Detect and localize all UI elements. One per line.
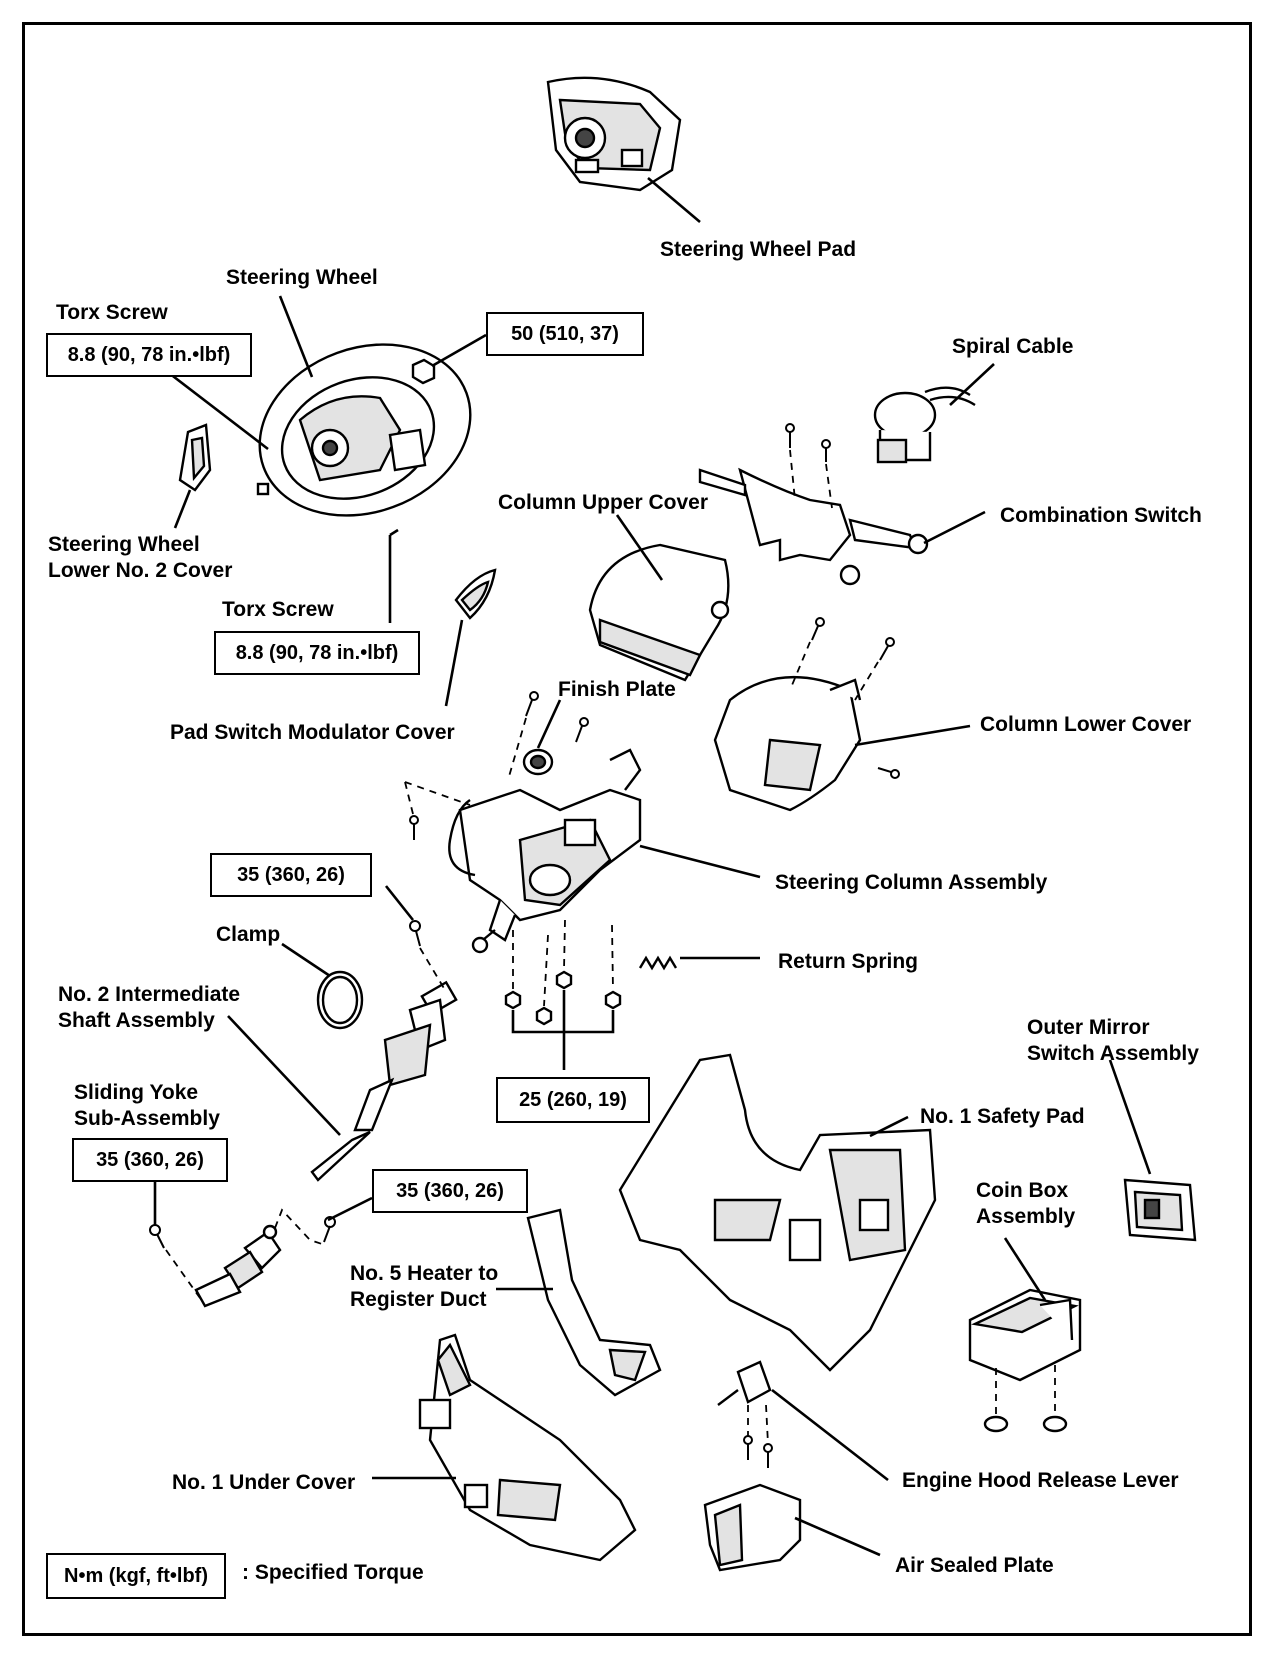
label-torx-screw-lower: Torx Screw <box>222 598 334 621</box>
label-clamp: Clamp <box>216 923 281 946</box>
safety-pad-drawing <box>618 1053 937 1372</box>
torque-box-wheel-nut: 50 (510, 37) <box>486 312 644 356</box>
column-lower-cover-screws <box>811 617 900 779</box>
torque-box-shaft-bolt: 35 (360, 26) <box>210 853 372 897</box>
hood-lever-screws <box>743 1435 773 1468</box>
label-sliding-yoke-1: Sliding Yoke <box>74 1081 199 1104</box>
label-safety-pad: No. 1 Safety Pad <box>920 1105 1085 1128</box>
label-heater-duct-2: Register Duct <box>350 1288 487 1311</box>
label-spiral-cable: Spiral Cable <box>952 335 1074 358</box>
diagram-frame <box>22 22 1252 1636</box>
pad-switch-cover-drawing <box>454 568 497 620</box>
label-steering-wheel-lower-cover-2: Lower No. 2 Cover <box>48 559 233 582</box>
finish-plate-drawing <box>522 748 554 776</box>
column-lower-cover-drawing <box>713 675 862 812</box>
heater-duct-drawing <box>526 1208 662 1397</box>
label-sliding-yoke-2: Sub-Assembly <box>74 1107 220 1130</box>
sliding-yoke-drawing <box>194 1224 282 1308</box>
label-torx-screw-upper: Torx Screw <box>56 301 168 324</box>
label-intermediate-shaft-2: Shaft Assembly <box>58 1009 215 1032</box>
torque-box-torx-upper: 8.8 (90, 78 in.•lbf) <box>46 333 252 377</box>
label-column-upper-cover: Column Upper Cover <box>498 491 709 514</box>
column-assembly-screws <box>409 691 589 840</box>
label-pad-switch-modulator-cover: Pad Switch Modulator Cover <box>170 721 455 744</box>
torque-box-column-nuts: 25 (260, 19) <box>496 1077 650 1123</box>
torque-box-torx-lower: 8.8 (90, 78 in.•lbf) <box>214 631 420 675</box>
shaft-bolt-drawing <box>409 920 421 947</box>
label-coin-box-2: Assembly <box>976 1205 1076 1228</box>
spiral-cable-drawing <box>873 386 976 464</box>
label-steering-wheel-pad: Steering Wheel Pad <box>660 238 857 261</box>
label-under-cover: No. 1 Under Cover <box>172 1471 356 1494</box>
label-heater-duct-1: No. 5 Heater to <box>350 1262 499 1285</box>
outer-mirror-switch-drawing <box>1123 1178 1197 1242</box>
label-steering-wheel-lower-cover-1: Steering Wheel <box>48 533 200 556</box>
steering-column-assembly-drawing <box>448 748 642 954</box>
under-cover-drawing <box>418 1333 637 1562</box>
coin-box-drawing <box>968 1288 1082 1382</box>
coin-box-nuts <box>983 1415 1068 1433</box>
yoke-bolts-drawing <box>149 1216 336 1249</box>
torque-box-yoke-bolt-2: 35 (360, 26) <box>372 1169 528 1213</box>
label-finish-plate: Finish Plate <box>558 678 676 701</box>
column-nuts-drawing <box>504 970 622 1026</box>
steering-wheel-drawing <box>256 343 472 517</box>
steering-wheel-pad-drawing <box>546 76 682 192</box>
air-sealed-plate-drawing <box>703 1483 802 1572</box>
clamp-drawing <box>316 970 364 1030</box>
label-steering-column-assembly: Steering Column Assembly <box>775 871 1048 894</box>
return-spring-drawing <box>638 955 678 971</box>
label-hood-release-lever: Engine Hood Release Lever <box>902 1469 1179 1492</box>
label-return-spring: Return Spring <box>778 950 918 973</box>
label-column-lower-cover: Column Lower Cover <box>980 713 1192 736</box>
torque-box-legend: N•m (kgf, ft•lbf) <box>46 1553 226 1599</box>
label-coin-box-1: Coin Box <box>976 1179 1069 1202</box>
label-outer-mirror-switch-2: Switch Assembly <box>1027 1042 1199 1065</box>
torque-box-yoke-bolt-1: 35 (360, 26) <box>72 1138 228 1182</box>
hood-release-lever-drawing <box>717 1360 772 1406</box>
combination-switch-drawing <box>698 467 929 586</box>
wheel-nut-drawing <box>411 358 436 385</box>
label-combination-switch: Combination Switch <box>1000 504 1202 527</box>
label-specified-torque: : Specified Torque <box>242 1561 424 1584</box>
label-outer-mirror-switch-1: Outer Mirror <box>1027 1016 1150 1039</box>
combo-switch-screws <box>785 423 831 462</box>
label-intermediate-shaft-1: No. 2 Intermediate <box>58 983 241 1006</box>
intermediate-shaft-drawing <box>310 980 458 1182</box>
steering-wheel-lower-cover-drawing <box>178 423 212 492</box>
label-steering-wheel: Steering Wheel <box>226 266 378 289</box>
label-air-sealed-plate: Air Sealed Plate <box>895 1554 1054 1577</box>
column-upper-cover-drawing <box>588 543 730 682</box>
